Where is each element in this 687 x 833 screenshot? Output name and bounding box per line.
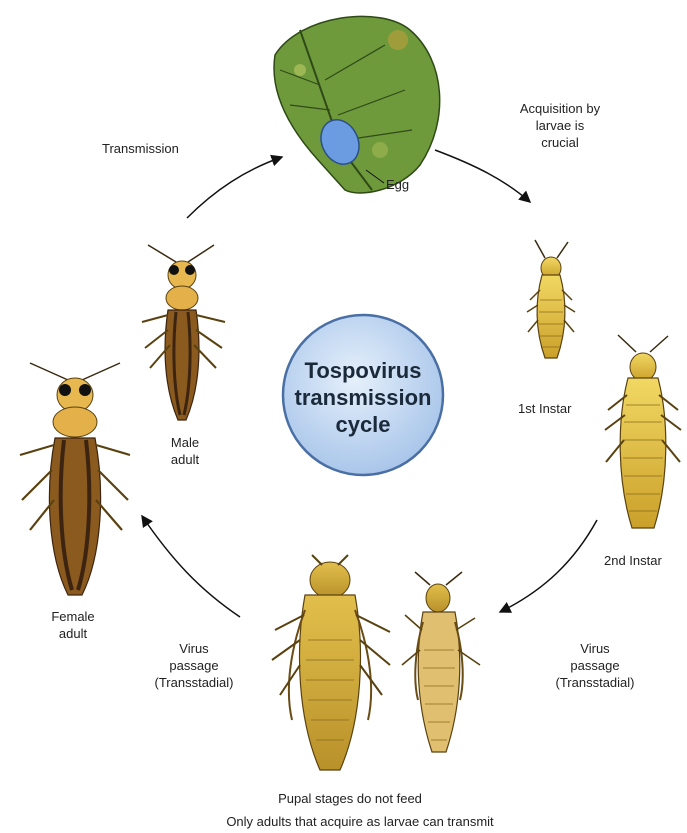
first-instar-larva: [527, 240, 575, 358]
arrow-virus-left: [142, 516, 240, 617]
second-instar-larva: [605, 335, 681, 528]
label-pupal: Pupal stages do not feed: [230, 790, 470, 807]
label-male-line2: adult: [160, 451, 210, 468]
label-virus-right: Virus passage (Transstadial): [545, 640, 645, 691]
label-virus-left: Virus passage (Transstadial): [144, 640, 244, 691]
label-acquisition: Acquisition by larvae is crucial: [505, 100, 615, 151]
arrow-acquisition: [435, 150, 530, 202]
label-male-line1: Male: [160, 434, 210, 451]
male-adult-thrips: [142, 245, 225, 420]
label-male-adult: Male adult: [160, 434, 210, 468]
arrow-virus-right: [500, 520, 597, 612]
label-first-instar: 1st Instar: [518, 400, 571, 417]
label-virus-left-line1: Virus: [144, 640, 244, 657]
diagram-title: Tospovirus transmission cycle: [288, 357, 438, 438]
label-egg: Egg: [386, 176, 409, 193]
label-transmission: Transmission: [102, 140, 179, 157]
label-acquisition-line1: Acquisition by: [505, 100, 615, 117]
label-virus-right-line3: (Transstadial): [545, 674, 645, 691]
label-female-line2: adult: [38, 625, 108, 642]
label-acquisition-line3: crucial: [505, 134, 615, 151]
label-acquisition-line2: larvae is: [505, 117, 615, 134]
label-female-adult: Female adult: [38, 608, 108, 642]
pupa-small: [402, 572, 480, 752]
arrow-transmission: [187, 157, 282, 218]
label-virus-right-line2: passage: [545, 657, 645, 674]
pupa-large: [272, 555, 390, 770]
label-female-line1: Female: [38, 608, 108, 625]
label-second-instar: 2nd Instar: [604, 552, 662, 569]
label-virus-right-line1: Virus: [545, 640, 645, 657]
leaf-with-egg: [274, 16, 440, 193]
label-virus-left-line2: passage: [144, 657, 244, 674]
label-virus-left-line3: (Transstadial): [144, 674, 244, 691]
label-only-adults: Only adults that acquire as larvae can t…: [195, 813, 525, 830]
female-adult-thrips: [20, 363, 130, 595]
